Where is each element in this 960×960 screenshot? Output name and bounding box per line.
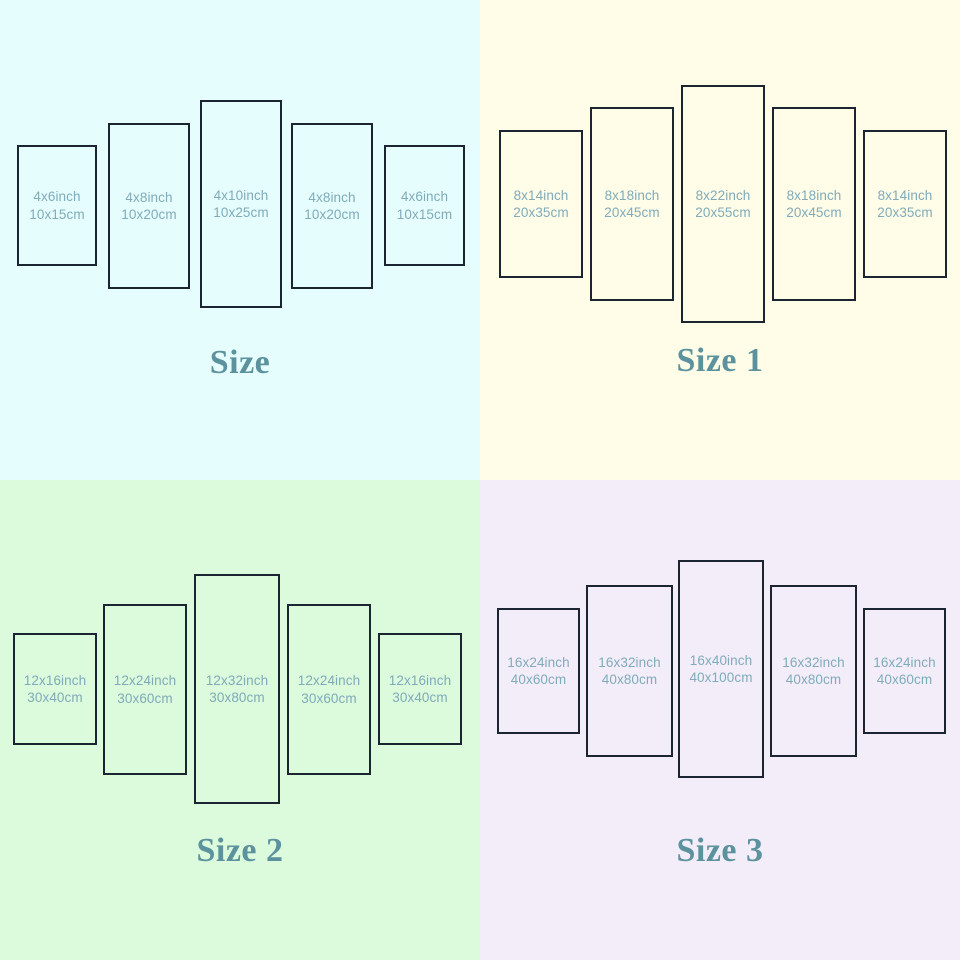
size-inches: 16x24inch [507, 654, 570, 670]
panel-size-label: 16x40inch 40x100cm [689, 652, 752, 687]
canvas-panel-4: 8x18inch 20x45cm [772, 107, 856, 301]
size-inches: 12x24inch [113, 673, 177, 689]
panel-size-label: 8x22inch 20x55cm [695, 187, 750, 222]
quadrant-title-size: Size [209, 344, 271, 381]
size-centimeters: 10x20cm [304, 207, 360, 222]
size-inches: 8x14inch [513, 187, 569, 203]
canvas-panel-5: 8x14inch 20x35cm [863, 130, 947, 278]
size-inches: 16x32inch [598, 654, 661, 670]
canvas-panel-2: 16x32inch 40x80cm [586, 585, 673, 757]
size-inches: 4x10inch [213, 187, 269, 203]
canvas-panel-4: 4x8inch 10x20cm [291, 123, 373, 289]
panel-size-label: 8x14inch 20x35cm [877, 187, 932, 222]
size-inches: 12x16inch [23, 672, 87, 688]
size-centimeters: 30x60cm [301, 690, 357, 706]
size-centimeters: 30x80cm [209, 690, 265, 705]
panel-group-size-3: 16x24inch 40x60cm 16x32inch 40x80cm 16x40inc… [480, 480, 960, 810]
canvas-panel-1: 16x24inch 40x60cm [497, 608, 580, 734]
size-inches: 4x8inch [125, 189, 173, 205]
size-centimeters: 10x15cm [396, 206, 453, 222]
size-centimeters: 10x25cm [213, 205, 269, 220]
size-inches: 8x18inch [604, 187, 660, 203]
size-centimeters: 40x60cm [876, 672, 933, 687]
size-centimeters: 40x80cm [785, 672, 842, 687]
canvas-panel-2: 4x8inch 10x20cm [108, 123, 190, 289]
canvas-panel-3: 12x32inch 30x80cm [194, 574, 280, 804]
size-centimeters: 30x40cm [392, 690, 448, 705]
size-centimeters: 40x80cm [601, 672, 658, 687]
size-centimeters: 40x60cm [510, 672, 567, 687]
size-inches: 12x24inch [297, 673, 361, 689]
canvas-panel-4: 16x32inch 40x80cm [770, 585, 857, 757]
quadrant-size-1: 8x14inch 20x35cm 8x18inch 20x45cm 8x22inch 20… [480, 0, 960, 480]
panel-size-label: 16x24inch 40x60cm [507, 654, 569, 689]
size-centimeters: 20x35cm [513, 205, 569, 220]
panel-size-label: 12x32inch 30x80cm [206, 672, 268, 707]
canvas-panel-3: 16x40inch 40x100cm [678, 560, 764, 778]
canvas-panel-2: 8x18inch 20x45cm [590, 107, 674, 301]
size-inches: 8x18inch [786, 187, 842, 203]
size-inches: 16x32inch [782, 654, 845, 670]
canvas-panel-1: 8x14inch 20x35cm [499, 130, 583, 278]
size-inches: 12x32inch [205, 672, 269, 688]
panel-size-label: 16x32inch 40x80cm [598, 654, 660, 689]
panel-size-label: 4x8inch 10x20cm [121, 189, 176, 224]
size-inches: 12x16inch [388, 672, 452, 688]
size-inches: 4x8inch [308, 189, 356, 205]
canvas-panel-1: 12x16inch 30x40cm [13, 633, 97, 745]
panel-size-label: 16x32inch 40x80cm [782, 654, 844, 689]
size-centimeters: 20x45cm [604, 205, 660, 220]
panel-size-label: 8x14inch 20x35cm [513, 187, 568, 222]
size-centimeters: 30x60cm [117, 690, 173, 706]
panel-size-label: 8x18inch 20x45cm [604, 187, 659, 222]
quadrant-size-3: 16x24inch 40x60cm 16x32inch 40x80cm 16x40inc… [480, 480, 960, 960]
panel-size-label: 4x10inch 10x25cm [213, 187, 268, 222]
size-centimeters: 20x55cm [695, 205, 751, 220]
size-inches: 16x24inch [873, 654, 936, 670]
panel-size-label: 16x24inch 40x60cm [873, 654, 935, 689]
size-inches: 4x6inch [400, 189, 449, 205]
panel-size-label: 12x16inch 30x40cm [24, 672, 86, 707]
size-centimeters: 20x45cm [786, 205, 842, 220]
canvas-panel-5: 16x24inch 40x60cm [863, 608, 946, 734]
quadrant-title-size-2: Size 2 [196, 832, 284, 869]
panel-group-size-1: 8x14inch 20x35cm 8x18inch 20x45cm 8x22inch 20… [480, 0, 960, 330]
size-inches: 4x6inch [33, 189, 81, 205]
size-inches: 8x14inch [877, 187, 933, 203]
size-centimeters: 30x40cm [27, 690, 83, 705]
canvas-panel-3: 4x10inch 10x25cm [200, 100, 282, 308]
size-centimeters: 10x20cm [121, 207, 177, 222]
panel-size-label: 8x18inch 20x45cm [786, 187, 841, 222]
panel-size-label: 12x16inch 30x40cm [389, 672, 451, 707]
canvas-panel-5: 12x16inch 30x40cm [378, 633, 462, 745]
canvas-panel-3: 8x22inch 20x55cm [681, 85, 765, 323]
size-inches: 8x22inch [695, 187, 751, 203]
quadrant-title-size-3: Size 3 [676, 832, 764, 869]
quadrant-title-size-1: Size 1 [676, 342, 764, 379]
size-centimeters: 10x15cm [29, 206, 85, 222]
size-centimeters: 40x100cm [689, 670, 753, 685]
panel-size-label: 4x8inch 10x20cm [304, 189, 359, 224]
size-centimeters: 20x35cm [877, 205, 933, 220]
size-inches: 16x40inch [689, 652, 753, 668]
